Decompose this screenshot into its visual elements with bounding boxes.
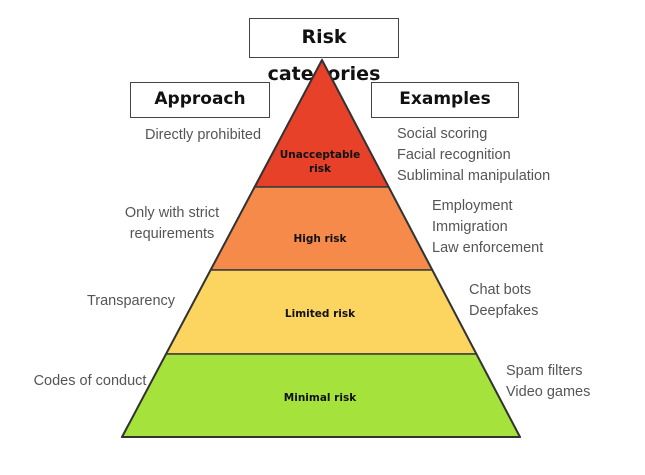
tier-2-approach: Only with strict requirements <box>82 203 262 245</box>
example-item: Facial recognition <box>397 147 511 163</box>
approach-line: requirements <box>129 226 215 242</box>
approach-line: Only with strict <box>124 205 220 221</box>
example-item: Video games <box>506 384 591 400</box>
approach-line: Directly prohibited <box>144 127 262 143</box>
example-item: Employment <box>432 198 513 214</box>
example-item: Law enforcement <box>432 240 544 256</box>
tier-2-label: High risk <box>293 233 347 245</box>
example-item: Subliminal manipulation <box>397 168 551 184</box>
tier-1-label: Unacceptable <box>280 149 361 161</box>
example-item: Chat bots <box>469 282 532 298</box>
example-item: Social scoring <box>397 126 488 142</box>
tier-3-label: Limited risk <box>285 308 356 320</box>
approach-header: Approach <box>130 82 270 118</box>
approach-line: Codes of conduct <box>33 373 147 389</box>
examples-header: Examples <box>371 82 519 118</box>
example-item: Immigration <box>432 219 508 235</box>
tier-1-approach: Directly prohibited <box>113 125 293 146</box>
example-item: Spam filters <box>506 363 583 379</box>
approach-line: Transparency <box>86 293 176 309</box>
tier-3-approach: Transparency <box>41 291 221 312</box>
tier-4-label: Minimal risk <box>284 392 357 404</box>
pyramid-outline <box>121 59 521 438</box>
tier-1-label: risk <box>309 163 332 175</box>
example-item: Deepfakes <box>469 303 539 319</box>
tier-4-approach: Codes of conduct <box>0 371 180 392</box>
